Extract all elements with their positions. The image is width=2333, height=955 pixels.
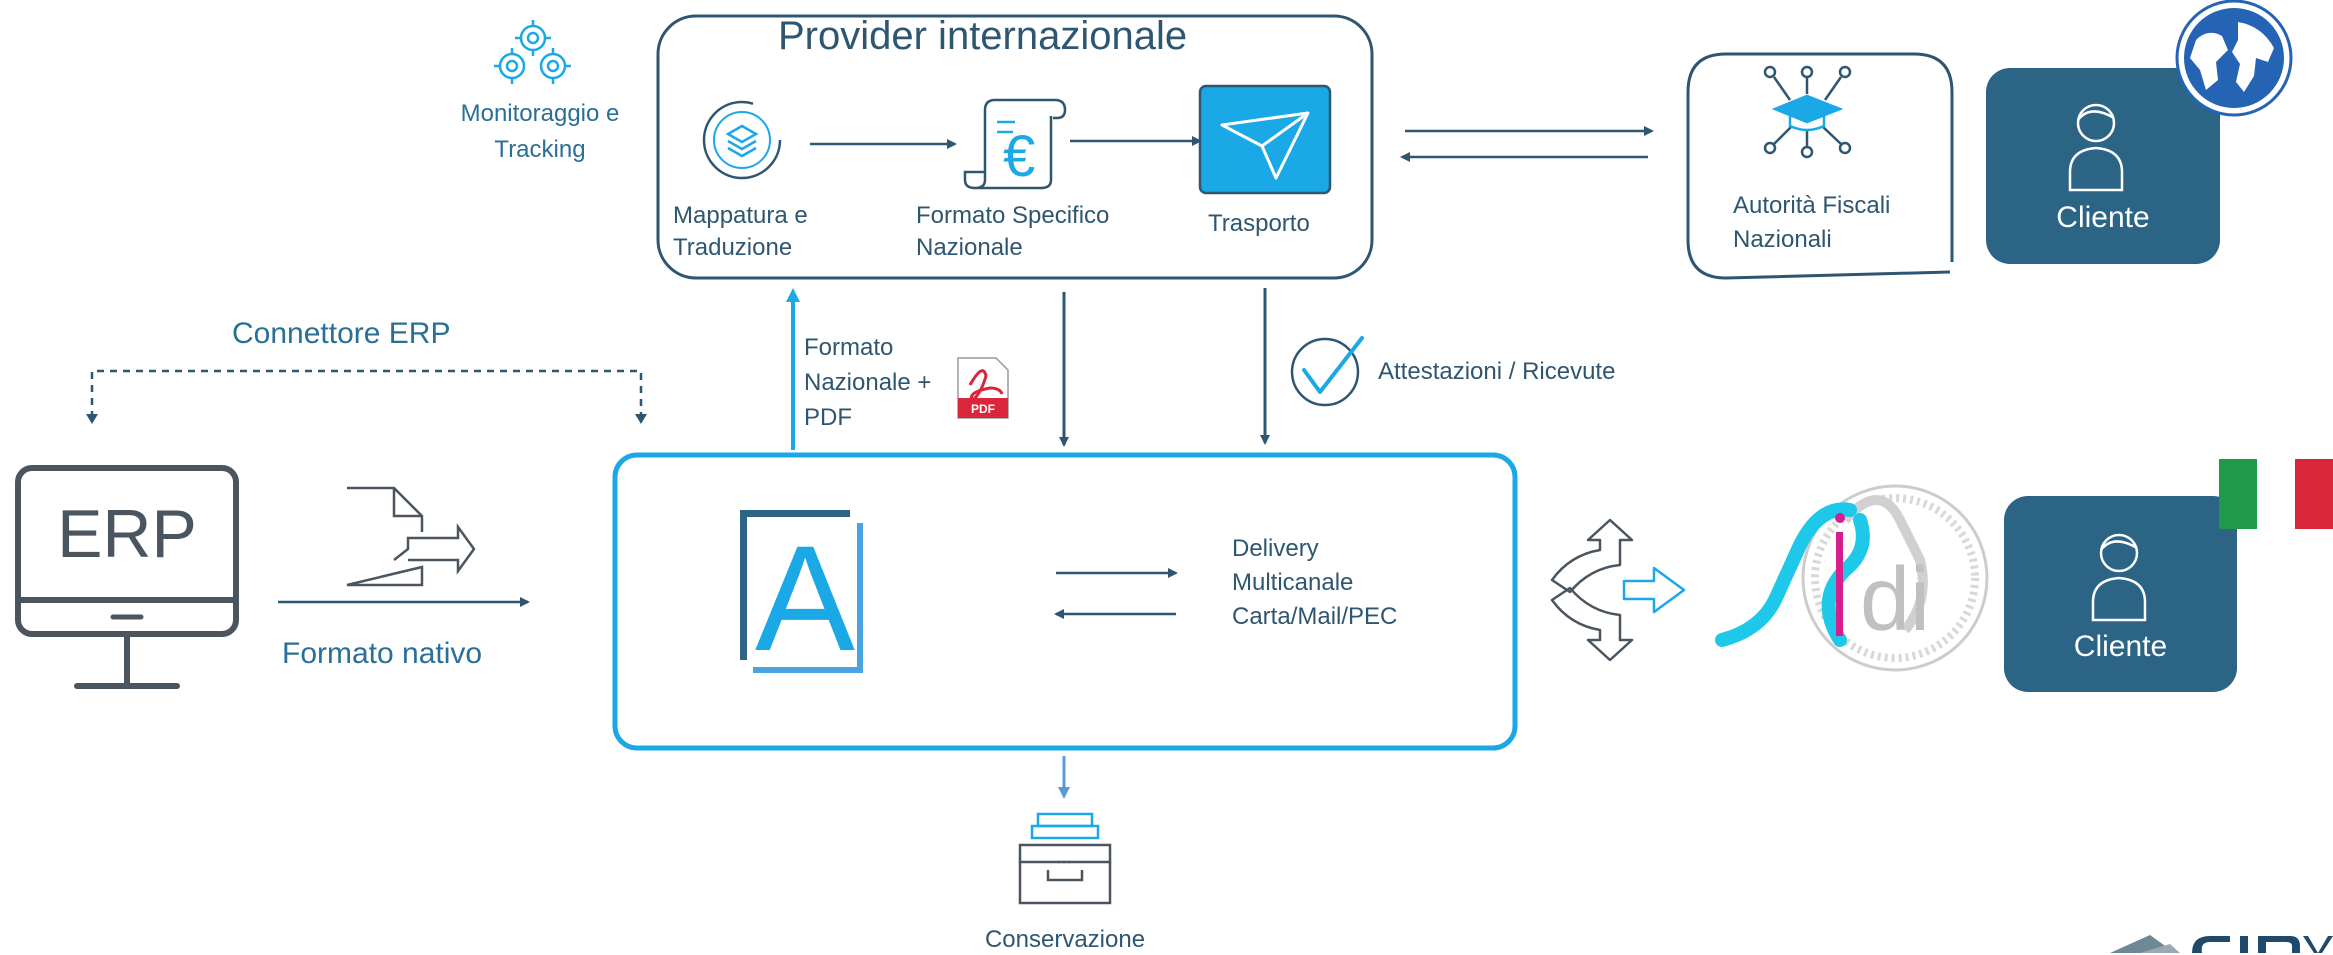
paper-plane-icon [1198,84,1332,195]
cliente-it-box [2004,496,2237,692]
archive-drawer-icon [1018,812,1112,905]
hub-logo-icon: A [740,510,863,682]
gears-icon [494,20,571,84]
cliente-intl-box [1986,68,2220,264]
erp-connector-label: Connettore ERP [232,317,451,350]
sdi-seal-icon: di [1715,484,1989,672]
authority-box [1686,52,1954,280]
step-label-formato: Formato Specifico Nazionale [916,202,1110,262]
monitoring-label-line1: Monitoraggio e [460,100,620,127]
delivery-label-line1: Delivery [1232,535,1319,562]
split-arrows-icon [1550,518,1634,662]
cliente-intl-label: Cliente [2056,201,2150,234]
erp-connector-dashed [90,369,643,418]
delivery-label-line2: Multicanale [1232,569,1354,596]
graduation-network-icon [1763,65,1852,159]
company-logo-icon [2110,935,2333,953]
globe-icon[interactable] [2175,0,2293,117]
provider-title: Provider internazionale [778,14,1188,58]
italy-flag-icon [2219,459,2333,529]
step-label-mappatura: Mappatura e Traduzione [673,202,808,262]
euro-receipt-icon: € [963,98,1067,190]
cliente-it-label: Cliente [2073,630,2168,663]
delivery-label-line3: Carta/Mail/PEC [1232,603,1398,630]
archive-label: Conservazione [984,926,1146,953]
user-icon [2091,533,2147,622]
upload-label-line1: Formato [804,334,894,361]
hub-box [612,452,1518,751]
pdf-badge-text: PDF [971,402,995,416]
receipts-label: Attestazioni / Ricevute [1378,358,1616,385]
erp-format-label: Formato nativo [282,637,483,670]
authority-label-line2: Nazionali [1733,226,1832,253]
layers-sync-icon [702,100,782,180]
svg-text:€: € [1003,124,1035,189]
provider-box [656,14,1374,280]
hub-logo-letter: A [755,514,855,682]
check-circle-icon [1290,336,1364,407]
split-arrow-right-icon [1622,566,1686,614]
sdi-logo-text: di [1860,550,1930,650]
pdf-icon: PDF [957,357,1009,419]
erp-screen-text: ERP [57,496,197,572]
monitoring-label-line2: Tracking [494,136,586,163]
authority-label-line1: Autorità Fiscali [1733,192,1891,219]
export-document-icon [346,486,476,587]
step-label-trasporto: Trasporto [1208,210,1310,237]
upload-label-line3: PDF [804,404,852,431]
erp-monitor-icon [15,465,239,689]
upload-label-line2: Nazionale + [804,369,932,396]
user-icon [2068,103,2124,192]
